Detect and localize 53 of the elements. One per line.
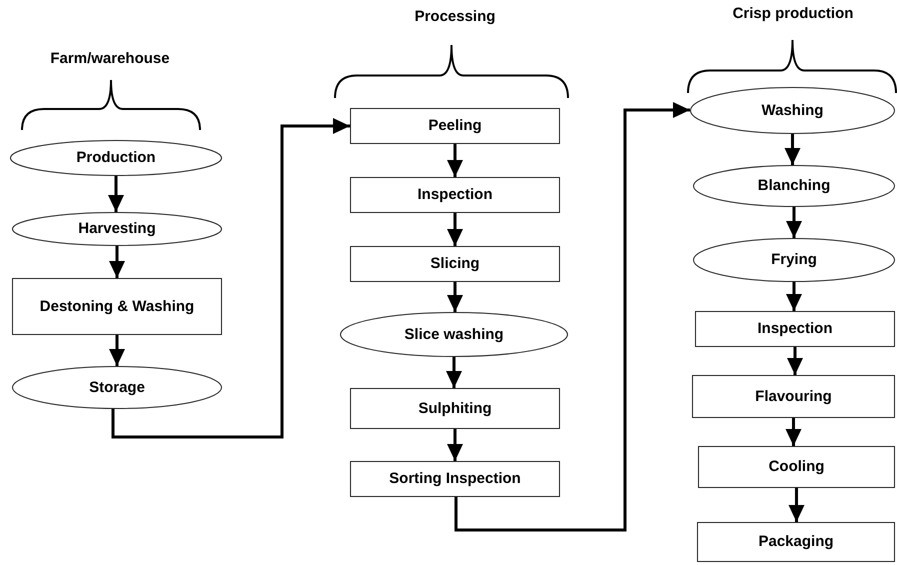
step-label: Inspection bbox=[757, 320, 832, 338]
step-label: Inspection bbox=[417, 186, 492, 204]
arrow bbox=[447, 213, 463, 246]
group-heading: Crisp production bbox=[732, 5, 854, 22]
step-label: Sorting Inspection bbox=[389, 470, 521, 488]
group-heading: Processing bbox=[414, 8, 496, 25]
process-ellipse bbox=[693, 238, 895, 282]
arrow bbox=[454, 102, 690, 532]
step-label: Blanching bbox=[758, 177, 830, 195]
arrow bbox=[786, 207, 802, 238]
step-label: Slicing bbox=[430, 255, 480, 273]
arrow bbox=[786, 418, 802, 446]
arrow bbox=[447, 429, 463, 461]
arrow bbox=[784, 134, 800, 165]
process-ellipse bbox=[12, 212, 222, 246]
process-box bbox=[350, 461, 560, 497]
process-box bbox=[350, 246, 560, 282]
arrow bbox=[109, 246, 125, 278]
step-label: Production bbox=[76, 149, 156, 167]
arrow bbox=[112, 118, 350, 438]
step-label: Packaging bbox=[758, 533, 834, 551]
process-ellipse bbox=[12, 366, 222, 409]
process-ellipse bbox=[693, 165, 895, 207]
step-label: Flavouring bbox=[755, 388, 832, 406]
arrow bbox=[447, 282, 463, 312]
arrow bbox=[788, 488, 804, 522]
arrow bbox=[446, 357, 462, 388]
step-label: Storage bbox=[89, 378, 145, 396]
step-label: Washing bbox=[762, 102, 824, 120]
process-ellipse bbox=[10, 140, 222, 176]
process-box bbox=[698, 446, 895, 488]
arrow bbox=[108, 176, 124, 212]
group-heading: Farm/warehouse bbox=[50, 50, 170, 67]
process-box bbox=[350, 177, 560, 213]
process-ellipse bbox=[340, 312, 568, 357]
arrow bbox=[787, 347, 803, 375]
step-label: Harvesting bbox=[78, 220, 156, 238]
step-label: Sulphiting bbox=[418, 400, 492, 418]
step-label: Destoning & Washing bbox=[40, 298, 194, 316]
arrow bbox=[447, 144, 463, 177]
step-label: Cooling bbox=[768, 458, 824, 476]
process-box bbox=[697, 522, 895, 562]
arrow bbox=[786, 282, 802, 311]
step-label: Frying bbox=[771, 251, 817, 269]
process-box bbox=[695, 311, 895, 347]
step-label: Peeling bbox=[428, 117, 482, 135]
step-label: Slice washing bbox=[404, 326, 504, 344]
arrow bbox=[109, 335, 125, 366]
process-box bbox=[692, 375, 895, 418]
process-box bbox=[12, 278, 222, 335]
process-ellipse bbox=[690, 87, 895, 134]
process-box bbox=[350, 108, 560, 144]
process-box bbox=[350, 388, 560, 429]
